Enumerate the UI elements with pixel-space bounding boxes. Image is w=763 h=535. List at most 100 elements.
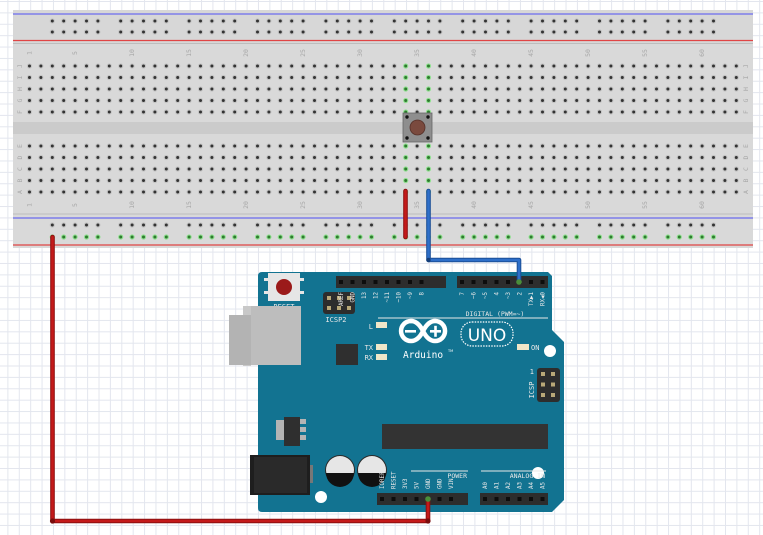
header-pin[interactable] (494, 280, 499, 284)
header-pin[interactable] (540, 280, 545, 284)
header-pin[interactable] (380, 497, 384, 501)
top-power-rail (13, 10, 753, 43)
header-pin[interactable] (437, 497, 442, 501)
digital-header-left[interactable] (336, 276, 446, 288)
breadboard-hole-center (484, 190, 487, 194)
header-pin[interactable] (506, 280, 510, 284)
breadboard-hole-center (677, 156, 681, 159)
rail-hole-center (370, 235, 373, 239)
icsp2-label: ICSP2 (325, 316, 346, 324)
header-pin[interactable] (391, 497, 396, 501)
header-pin[interactable] (529, 280, 533, 284)
rail-hole-center (256, 19, 259, 23)
header-pin[interactable] (529, 497, 533, 501)
breadboard-hole-center (689, 190, 693, 194)
breadboard-hole-center (39, 156, 43, 159)
icsp2-pin[interactable] (327, 296, 331, 300)
header-pin[interactable] (449, 497, 453, 501)
breadboard-hole-center (370, 167, 373, 171)
breadboard-hole-center (324, 190, 328, 194)
header-pin[interactable] (362, 280, 366, 284)
breadboard-hole-center (50, 64, 54, 68)
icsp-pin[interactable] (551, 393, 555, 397)
icsp2-pin[interactable] (337, 306, 341, 310)
header-pin[interactable] (414, 497, 419, 501)
icsp-header[interactable] (537, 368, 560, 402)
breadboard-hole-center (461, 76, 465, 79)
header-pin[interactable] (339, 280, 343, 284)
breadboard-hole-center (666, 190, 670, 194)
breadboard-hole-center (142, 87, 145, 91)
breadboard-hole-center (324, 167, 328, 171)
breadboard-hole-center (199, 64, 202, 68)
rail-hole-center (484, 19, 487, 23)
icsp2-pin[interactable] (337, 296, 341, 300)
header-pin[interactable] (403, 497, 407, 501)
icsp-pin[interactable] (541, 382, 545, 387)
header-pin[interactable] (540, 497, 545, 501)
rail-hole-center (221, 223, 225, 227)
rail-hole-center (335, 235, 339, 239)
header-pin[interactable] (419, 280, 424, 284)
breadboard-hole-center (62, 179, 66, 182)
icsp-pin[interactable] (551, 372, 555, 376)
uno-model: UNO (468, 326, 507, 346)
icsp-pin[interactable] (541, 372, 545, 376)
analog-header[interactable] (480, 493, 548, 505)
rail-hole-center (620, 19, 624, 23)
reset-button[interactable] (264, 273, 304, 301)
header-pin[interactable] (517, 497, 522, 501)
digital-header-right[interactable] (457, 276, 548, 288)
pin-label: A5 (541, 482, 547, 489)
breadboard-hole-center (301, 87, 305, 91)
breadboard-hole-center (700, 99, 704, 102)
header-pin[interactable] (408, 280, 412, 284)
breadboard-hole-center (529, 144, 533, 148)
icsp-pin[interactable] (541, 393, 545, 397)
breadboard-hole-center (449, 190, 453, 194)
header-pin[interactable] (483, 280, 487, 284)
icsp-pin[interactable] (551, 382, 555, 387)
rail-hole-center (632, 30, 636, 34)
breadboard-hole-center (655, 99, 658, 102)
breadboard-hole-center (301, 110, 305, 114)
breadboard-hole-center (404, 64, 408, 68)
wire-bend-point (49, 518, 56, 524)
icsp2-header[interactable] (323, 292, 355, 314)
breadboard-hole-center (267, 76, 271, 79)
dc-power-jack[interactable] (250, 455, 313, 495)
breadboard-hole-center (632, 87, 636, 91)
header-pin[interactable] (494, 497, 499, 501)
breadboard-hole-center (427, 87, 430, 91)
breadboard-hole-center (142, 190, 145, 194)
breadboard-hole-center (324, 76, 328, 79)
arduino-uno-board[interactable]: RESET ICSP2 AREFGND1312~11~10~987~6~54~3… (229, 272, 564, 512)
rail-hole-center (666, 30, 670, 34)
rail-hole-center (552, 223, 556, 227)
header-pin[interactable] (460, 280, 464, 284)
mounting-hole (315, 491, 327, 503)
icsp2-pin[interactable] (327, 306, 331, 310)
pin-label: ~5 (483, 291, 489, 298)
header-pin[interactable] (373, 280, 378, 284)
breadboard-hole-center (552, 167, 556, 171)
header-pin[interactable] (385, 280, 389, 284)
header-pin[interactable] (471, 280, 476, 284)
icsp2-pin[interactable] (347, 306, 351, 310)
breadboard-hole-center (335, 110, 339, 114)
rail-hole-center (221, 235, 225, 239)
header-pin[interactable] (396, 280, 401, 284)
breadboard-hole-center (256, 156, 259, 159)
pushbutton[interactable] (402, 112, 433, 143)
header-pin[interactable] (483, 497, 487, 501)
power-header[interactable] (377, 493, 468, 505)
header-pin[interactable] (506, 497, 510, 501)
rail-hole-center (609, 235, 613, 239)
header-pin[interactable] (350, 280, 355, 284)
breadboard[interactable]: 1155101015152020252530303535404045455050… (13, 10, 753, 248)
pin-label: TX▶1 (529, 291, 535, 305)
breadboard-hole-center (586, 179, 590, 182)
icsp2-pin[interactable] (347, 296, 351, 300)
breadboard-hole-center (313, 179, 316, 182)
digital-label: DIGITAL (PWM=~) (466, 310, 525, 318)
